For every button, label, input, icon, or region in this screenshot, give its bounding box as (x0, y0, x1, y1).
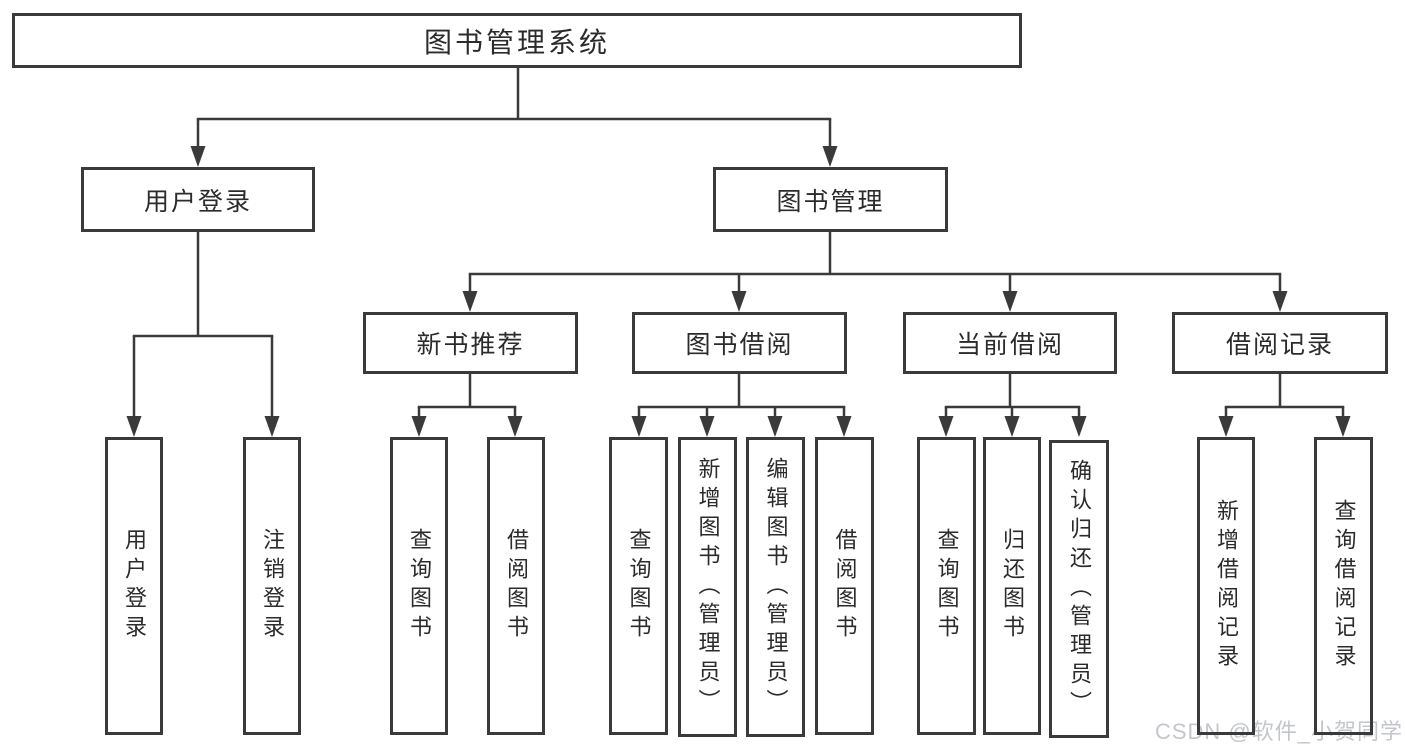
node-root: 图书管理系统 (12, 13, 1022, 68)
node-book-management: 图书管理 (713, 167, 948, 232)
leaf-query-books-recommend: 查询图书 (390, 437, 448, 735)
arrowhead (699, 416, 715, 437)
leaf-edit-books-admin: 编辑图书（管理员） (746, 437, 805, 737)
leaf-borrow-books-recommend: 借阅图书 (487, 437, 545, 735)
csdn-watermark: CSDN @软件_小贺同学 (1154, 719, 1403, 744)
arrowhead (822, 146, 838, 167)
arrowhead (1218, 416, 1234, 437)
arrowhead (1272, 291, 1288, 312)
leaf-add-borrow-record: 新增借阅记录 (1197, 437, 1255, 735)
node-borrow-records: 借阅记录 (1172, 312, 1388, 374)
leaf-query-books-current: 查询图书 (917, 437, 976, 735)
arrowhead (1002, 291, 1018, 312)
node-current-borrow: 当前借阅 (903, 312, 1117, 374)
arrowhead (1071, 416, 1087, 437)
node-user-login: 用户登录 (81, 167, 315, 232)
arrowhead (1004, 416, 1020, 437)
leaf-borrow-books: 借阅图书 (815, 437, 874, 735)
arrowhead (411, 416, 427, 437)
arrowhead (126, 416, 142, 437)
arrowhead (938, 416, 954, 437)
leaf-logout: 注销登录 (243, 437, 301, 735)
arrowhead (190, 146, 206, 167)
leaf-add-books-admin: 新增图书（管理员） (678, 437, 737, 737)
arrowhead (767, 416, 783, 437)
leaf-confirm-return-admin: 确认归还（管理员） (1049, 440, 1109, 738)
arrowhead (731, 291, 747, 312)
node-new-book-recommend: 新书推荐 (363, 312, 578, 374)
arrowhead (631, 416, 647, 437)
leaf-query-borrow-record: 查询借阅记录 (1314, 437, 1373, 735)
leaf-user-login: 用户登录 (105, 437, 163, 735)
leaf-return-books: 归还图书 (983, 437, 1041, 735)
arrowhead (462, 291, 478, 312)
arrowhead (264, 416, 280, 437)
arrowhead (836, 416, 852, 437)
leaf-query-books-borrow: 查询图书 (609, 437, 668, 735)
node-book-borrow: 图书借阅 (632, 312, 847, 374)
arrowhead (1335, 416, 1351, 437)
arrowhead (507, 416, 523, 437)
